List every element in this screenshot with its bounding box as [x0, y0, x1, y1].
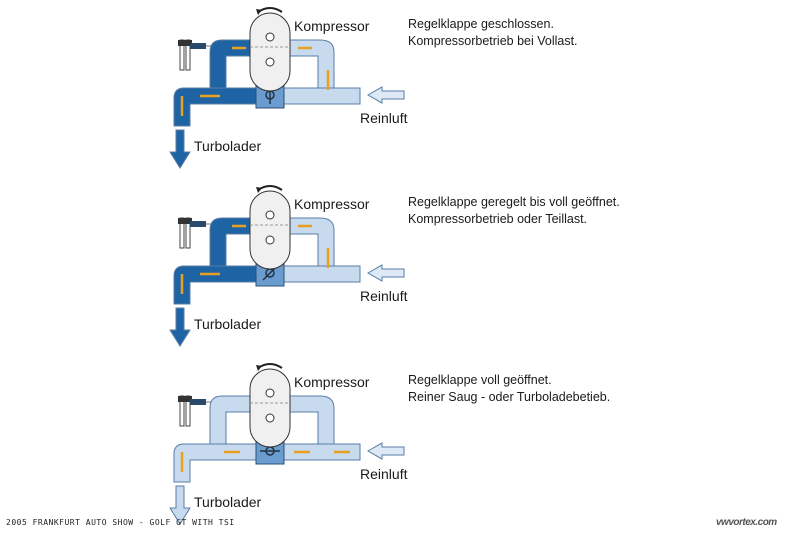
- outlet-arrow-icon: [169, 485, 191, 525]
- description-line: Regelklappe voll geöffnet.: [408, 373, 552, 387]
- pipe-compressor-inlet: [283, 217, 335, 267]
- compressor-icon: [249, 185, 291, 270]
- description-line: Regelklappe geschlossen.: [408, 17, 554, 31]
- pipe-compressor-outlet: [209, 39, 257, 96]
- description-line: Kompressorbetrieb oder Teillast.: [408, 212, 588, 226]
- outlet-arrow-icon: [169, 307, 191, 347]
- inlet-label: Reinluft: [360, 110, 408, 126]
- compressor-label: Kompressor: [294, 196, 370, 212]
- watermark: vwvortex.com: [716, 517, 777, 528]
- flow-arrows: [180, 46, 330, 116]
- pipe-compressor-inlet: [283, 39, 335, 89]
- description-line: Kompressorbetrieb bei Vollast.: [408, 34, 578, 48]
- flow-arrows: [180, 224, 330, 294]
- description: Regelklappe geregelt bis voll geöffnet. K…: [408, 194, 620, 228]
- outlet-label: Turbolader: [194, 316, 262, 332]
- pipe-main-outlet: [173, 443, 257, 483]
- pipe-main-outlet: [173, 87, 257, 127]
- footer-caption: 2005 FRANKFURT AUTO SHOW - GOLF GT WITH …: [6, 518, 235, 527]
- belt-pulley-icon: [178, 39, 206, 71]
- pipe-compressor-outlet: [209, 217, 257, 274]
- belt-pulley-icon: [178, 395, 206, 427]
- compressor-icon: [249, 363, 291, 448]
- flow-arrows: [180, 450, 350, 472]
- description: Regelklappe voll geöffnet. Reiner Saug - …: [408, 372, 610, 406]
- outlet-label: Turbolader: [194, 494, 262, 510]
- outlet-arrow-icon: [169, 129, 191, 169]
- description-line: Regelklappe geregelt bis voll geöffnet.: [408, 195, 620, 209]
- pipe-main-inlet: [283, 87, 361, 105]
- pipe-compressor-outlet: [209, 395, 257, 452]
- compressor-label: Kompressor: [294, 374, 370, 390]
- flow-diagram: [169, 363, 405, 525]
- inlet-label: Reinluft: [360, 466, 408, 482]
- flow-diagram: [169, 7, 405, 169]
- description: Regelklappe geschlossen. Kompressorbetrie…: [408, 16, 578, 50]
- description-line: Reiner Saug - oder Turboladebetieb.: [408, 390, 611, 404]
- outlet-label: Turbolader: [194, 138, 262, 154]
- belt-pulley-icon: [178, 217, 206, 249]
- pipe-main-inlet: [283, 265, 361, 283]
- inlet-arrow-icon: [366, 264, 405, 282]
- pipe-main-outlet: [173, 265, 257, 305]
- compressor-icon: [249, 7, 291, 92]
- inlet-arrow-icon: [366, 442, 405, 460]
- inlet-label: Reinluft: [360, 288, 408, 304]
- flow-diagram: [169, 185, 405, 347]
- inlet-arrow-icon: [366, 86, 405, 104]
- pipe-compressor-inlet: [283, 395, 335, 445]
- compressor-label: Kompressor: [294, 18, 370, 34]
